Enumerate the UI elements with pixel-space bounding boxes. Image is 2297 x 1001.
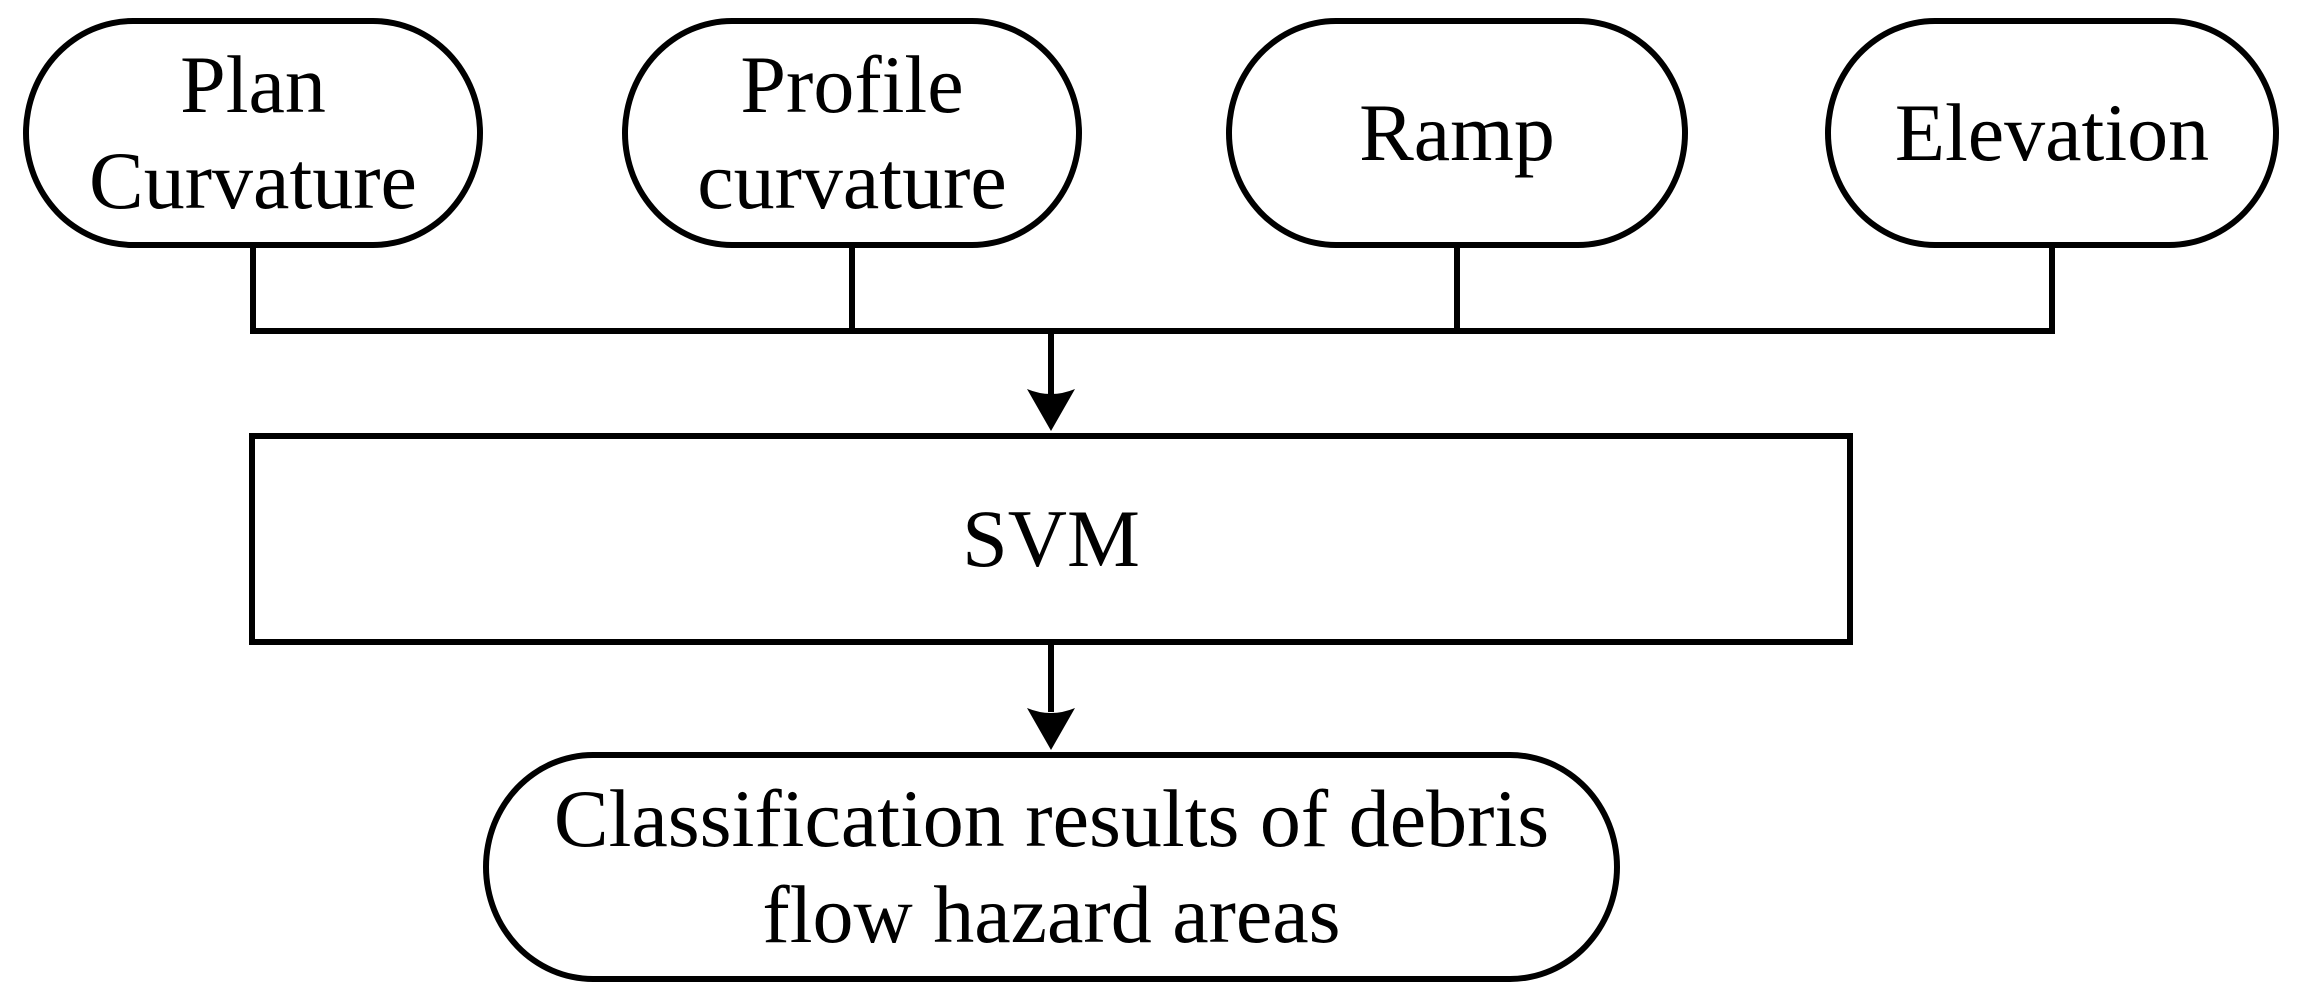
node-profile-curvature: Profile curvature xyxy=(622,18,1082,248)
node-plan-curvature: Plan Curvature xyxy=(23,18,483,248)
node-label: Profile curvature xyxy=(697,39,1007,226)
node-label: SVM xyxy=(962,493,1140,585)
arrow-to-svm-head xyxy=(1027,389,1075,431)
bus-line xyxy=(250,245,2055,334)
node-label: Plan Curvature xyxy=(89,39,417,226)
node-svm: SVM xyxy=(249,433,1853,645)
node-label: Elevation xyxy=(1894,87,2210,179)
node-label: Ramp xyxy=(1359,87,1555,179)
arrow-to-output-head xyxy=(1027,708,1075,750)
node-classification-results: Classification results of debris flow ha… xyxy=(483,752,1620,982)
node-elevation: Elevation xyxy=(1825,18,2279,248)
node-ramp: Ramp xyxy=(1226,18,1688,248)
node-label: Classification results of debris flow ha… xyxy=(553,773,1550,960)
